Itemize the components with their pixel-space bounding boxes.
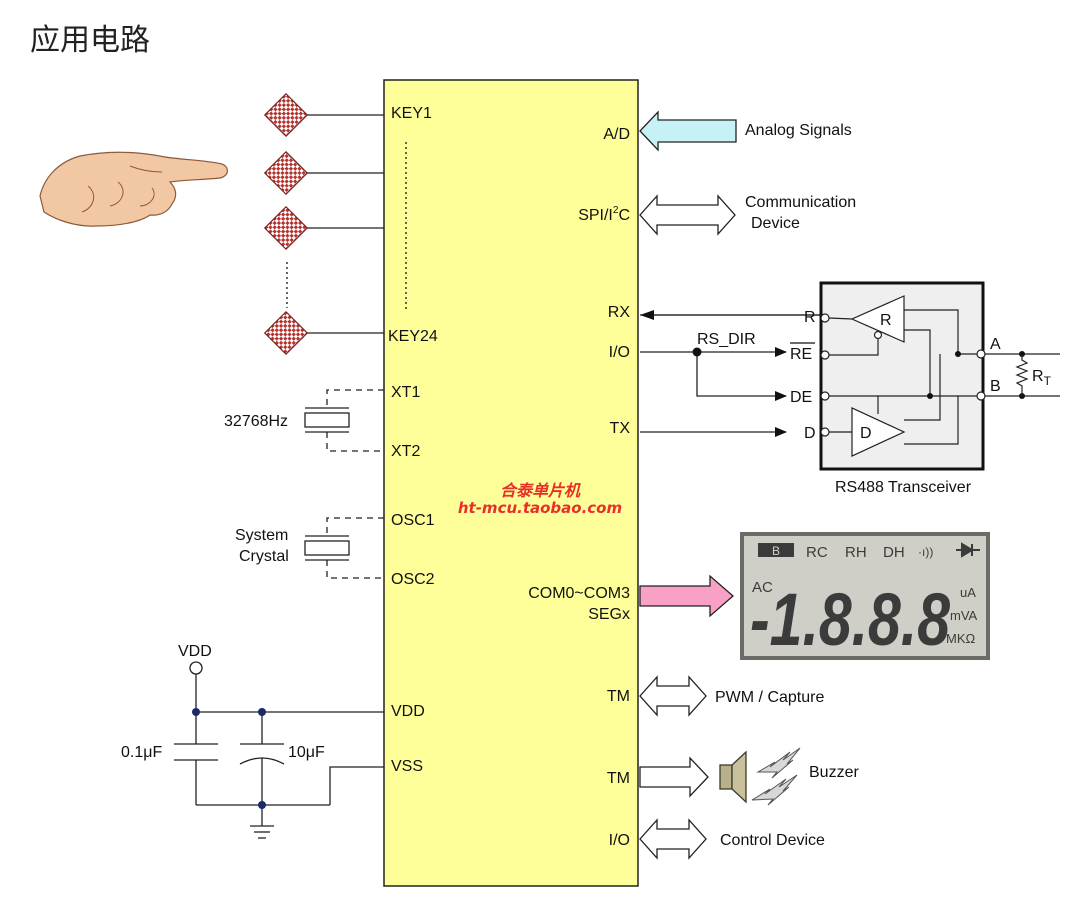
junction-dot xyxy=(258,708,266,716)
lcd-rh: RH xyxy=(845,544,867,561)
rs488-pin-de: DE xyxy=(790,389,812,406)
pin-com: COM0~COM3 xyxy=(528,585,630,602)
pin-osc1: OSC1 xyxy=(391,512,435,529)
pin-io-1: I/O xyxy=(609,344,630,361)
rs488-caption: RS488 Transceiver xyxy=(835,479,972,496)
lcd-unit-mkohm: MKΩ xyxy=(946,631,976,646)
buzzer-output-arrow xyxy=(639,756,709,798)
pin-tx: TX xyxy=(610,420,631,437)
lcd-sound-icon: ·ı)) xyxy=(918,545,933,559)
communication-device-label-2: Device xyxy=(751,215,800,232)
speaker-icon xyxy=(719,750,747,804)
junction-dot xyxy=(192,708,200,716)
lcd-display: B RC RH DH ·ı)) AC -1.8.8.8 uA mVA MKΩ xyxy=(740,532,990,661)
pin-xt2: XT2 xyxy=(391,443,420,460)
key-button-3 xyxy=(263,205,384,251)
cap-10uf-label: 10μF xyxy=(288,744,325,761)
junction-dot xyxy=(258,801,266,809)
analog-input-arrow xyxy=(639,110,737,152)
pin-key1: KEY1 xyxy=(391,105,432,122)
power-wiring xyxy=(174,674,384,839)
rs-dir-label: RS_DIR xyxy=(697,331,756,348)
lcd-drive-arrow xyxy=(639,574,734,618)
diode-icon xyxy=(956,542,980,558)
lcd-unit-mva: mVA xyxy=(950,608,978,623)
svg-text:B: B xyxy=(772,544,780,558)
system-crystal-label-2: Crystal xyxy=(239,548,289,565)
rs488-pin-re: RE xyxy=(790,346,812,363)
lcd-ac: AC xyxy=(752,579,773,596)
control-device-label: Control Device xyxy=(720,832,825,849)
page-title: 应用电路 xyxy=(30,23,150,58)
sound-wave-icon xyxy=(751,747,801,806)
pin-rx: RX xyxy=(608,304,631,321)
lcd-dh: DH xyxy=(883,544,905,561)
key-button-2 xyxy=(263,150,384,196)
pin-spi-i2c: SPI/I2C xyxy=(578,205,630,224)
pin-ad: A/D xyxy=(603,126,630,143)
rs488-pin-r: R xyxy=(804,309,816,326)
communication-device-label-1: Communication xyxy=(745,194,856,211)
rs488-pin-b: B xyxy=(990,378,1001,395)
rx-arrowhead-icon xyxy=(640,310,654,320)
crystal-32768hz-label: 32768Hz xyxy=(224,413,288,430)
cap-0-1uf-label: 0.1μF xyxy=(121,744,162,761)
termination-resistor-label: RT xyxy=(1032,368,1052,388)
pointing-hand-icon xyxy=(39,151,228,227)
pin-xt1: XT1 xyxy=(391,384,420,401)
pwm-capture-bidirectional-arrow xyxy=(639,675,707,717)
junction-dot xyxy=(692,347,702,357)
crystal-32768hz xyxy=(304,389,384,452)
rs488-pin-d: D xyxy=(804,425,816,442)
system-crystal xyxy=(304,517,384,579)
buzzer-label: Buzzer xyxy=(809,764,859,781)
key-button-1 xyxy=(263,92,384,138)
vdd-supply-label: VDD xyxy=(178,643,212,660)
analog-signals-label: Analog Signals xyxy=(745,122,852,139)
pin-tm-2: TM xyxy=(607,770,630,787)
control-device-bidirectional-arrow xyxy=(639,818,707,860)
watermark-chinese: 合泰单片机 xyxy=(500,481,581,500)
spi-i2c-bidirectional-arrow xyxy=(639,194,736,236)
receiver-gate-label: R xyxy=(880,312,892,329)
pin-key24: KEY24 xyxy=(388,328,438,345)
pwm-capture-label: PWM / Capture xyxy=(715,689,824,706)
vdd-terminal-icon xyxy=(189,661,203,675)
pin-io-2: I/O xyxy=(609,832,630,849)
watermark-url: ht-mcu.taobao.com xyxy=(458,499,622,517)
pin-vdd: VDD xyxy=(391,703,425,720)
lcd-digits: -1.8.8.8 xyxy=(750,578,951,661)
system-crystal-label-1: System xyxy=(235,527,288,544)
rs488-pin-a: A xyxy=(990,336,1001,353)
battery-icon xyxy=(758,543,794,557)
lcd-unit-ua: uA xyxy=(960,585,976,600)
key-button-24 xyxy=(263,310,384,356)
lcd-rc: RC xyxy=(806,544,828,561)
pin-tm-1: TM xyxy=(607,688,630,705)
pin-vss: VSS xyxy=(391,758,423,775)
pin-seg: SEGx xyxy=(588,606,630,623)
rs488-transceiver: R RE DE D R D xyxy=(790,281,1060,471)
mcu-chip-body xyxy=(383,79,639,887)
pin-osc2: OSC2 xyxy=(391,571,435,588)
driver-gate-label: D xyxy=(860,425,872,442)
